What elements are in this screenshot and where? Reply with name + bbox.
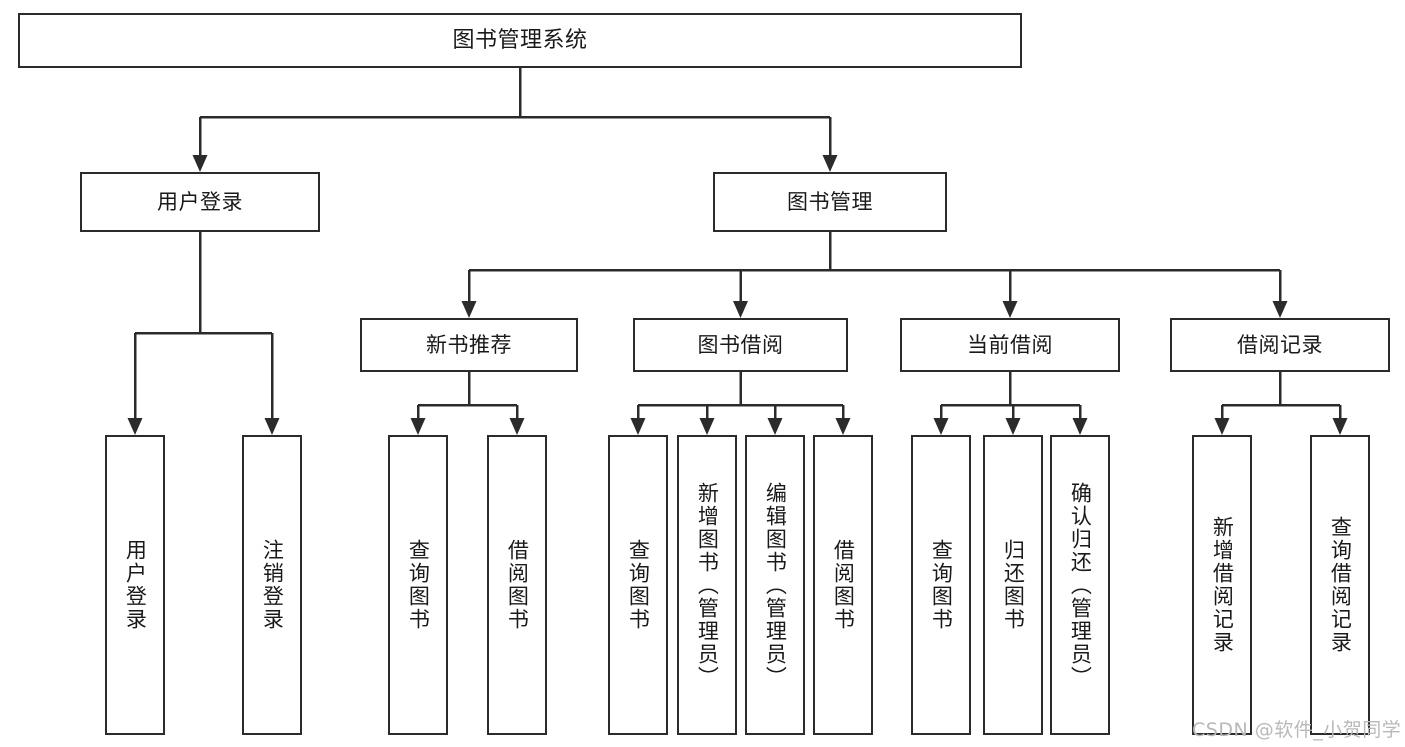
node-label: 查询图书 — [406, 539, 431, 631]
node-leaf-query-book-1[interactable]: 查询图书 — [388, 435, 448, 735]
node-root[interactable]: 图书管理系统 — [18, 13, 1022, 68]
node-leaf-borrow-book-2[interactable]: 借阅图书 — [813, 435, 873, 735]
node-label: 新书推荐 — [426, 332, 512, 357]
node-label: 查询图书 — [929, 539, 954, 631]
node-label: 图书借阅 — [697, 332, 784, 357]
node-label: 新增借阅记录 — [1210, 516, 1235, 654]
node-label: 当前借阅 — [967, 332, 1053, 357]
node-label: 查询借阅记录 — [1328, 516, 1353, 654]
node-label: 用户登录 — [123, 539, 148, 631]
node-leaf-query-book-3[interactable]: 查询图书 — [911, 435, 971, 735]
node-leaf-edit-book[interactable]: 编辑图书（管理员） — [745, 435, 805, 735]
node-leaf-user-logout[interactable]: 注销登录 — [242, 435, 302, 735]
node-leaf-query-book-2[interactable]: 查询图书 — [608, 435, 668, 735]
node-new-book-rec[interactable]: 新书推荐 — [360, 318, 578, 372]
node-book-manage[interactable]: 图书管理 — [713, 172, 947, 232]
watermark: CSDN @软件_小贺同学 — [1192, 719, 1402, 741]
node-label: 借阅记录 — [1237, 332, 1323, 357]
node-leaf-borrow-book-1[interactable]: 借阅图书 — [487, 435, 547, 735]
node-label: 新增图书（管理员） — [695, 481, 720, 689]
node-label: 查询图书 — [626, 539, 651, 631]
node-label: 归还图书 — [1001, 539, 1026, 631]
node-current-borrow[interactable]: 当前借阅 — [900, 318, 1120, 372]
node-leaf-confirm-return[interactable]: 确认归还（管理员） — [1050, 435, 1110, 735]
node-label: 借阅图书 — [505, 539, 530, 631]
node-label: 确认归还（管理员） — [1068, 481, 1093, 689]
node-label: 用户登录 — [157, 189, 243, 214]
node-borrow-record[interactable]: 借阅记录 — [1170, 318, 1390, 372]
node-leaf-return-book[interactable]: 归还图书 — [983, 435, 1043, 735]
node-label: 注销登录 — [260, 539, 285, 631]
node-leaf-user-login[interactable]: 用户登录 — [105, 435, 165, 735]
node-label: 编辑图书（管理员） — [763, 481, 788, 689]
node-label: 借阅图书 — [831, 539, 856, 631]
node-label: 图书管理 — [787, 189, 873, 214]
node-user-login[interactable]: 用户登录 — [80, 172, 320, 232]
node-leaf-add-book[interactable]: 新增图书（管理员） — [677, 435, 737, 735]
node-book-borrow[interactable]: 图书借阅 — [633, 318, 848, 372]
node-leaf-add-record[interactable]: 新增借阅记录 — [1192, 435, 1252, 735]
node-leaf-query-record[interactable]: 查询借阅记录 — [1310, 435, 1370, 735]
node-label: 图书管理系统 — [452, 27, 588, 53]
